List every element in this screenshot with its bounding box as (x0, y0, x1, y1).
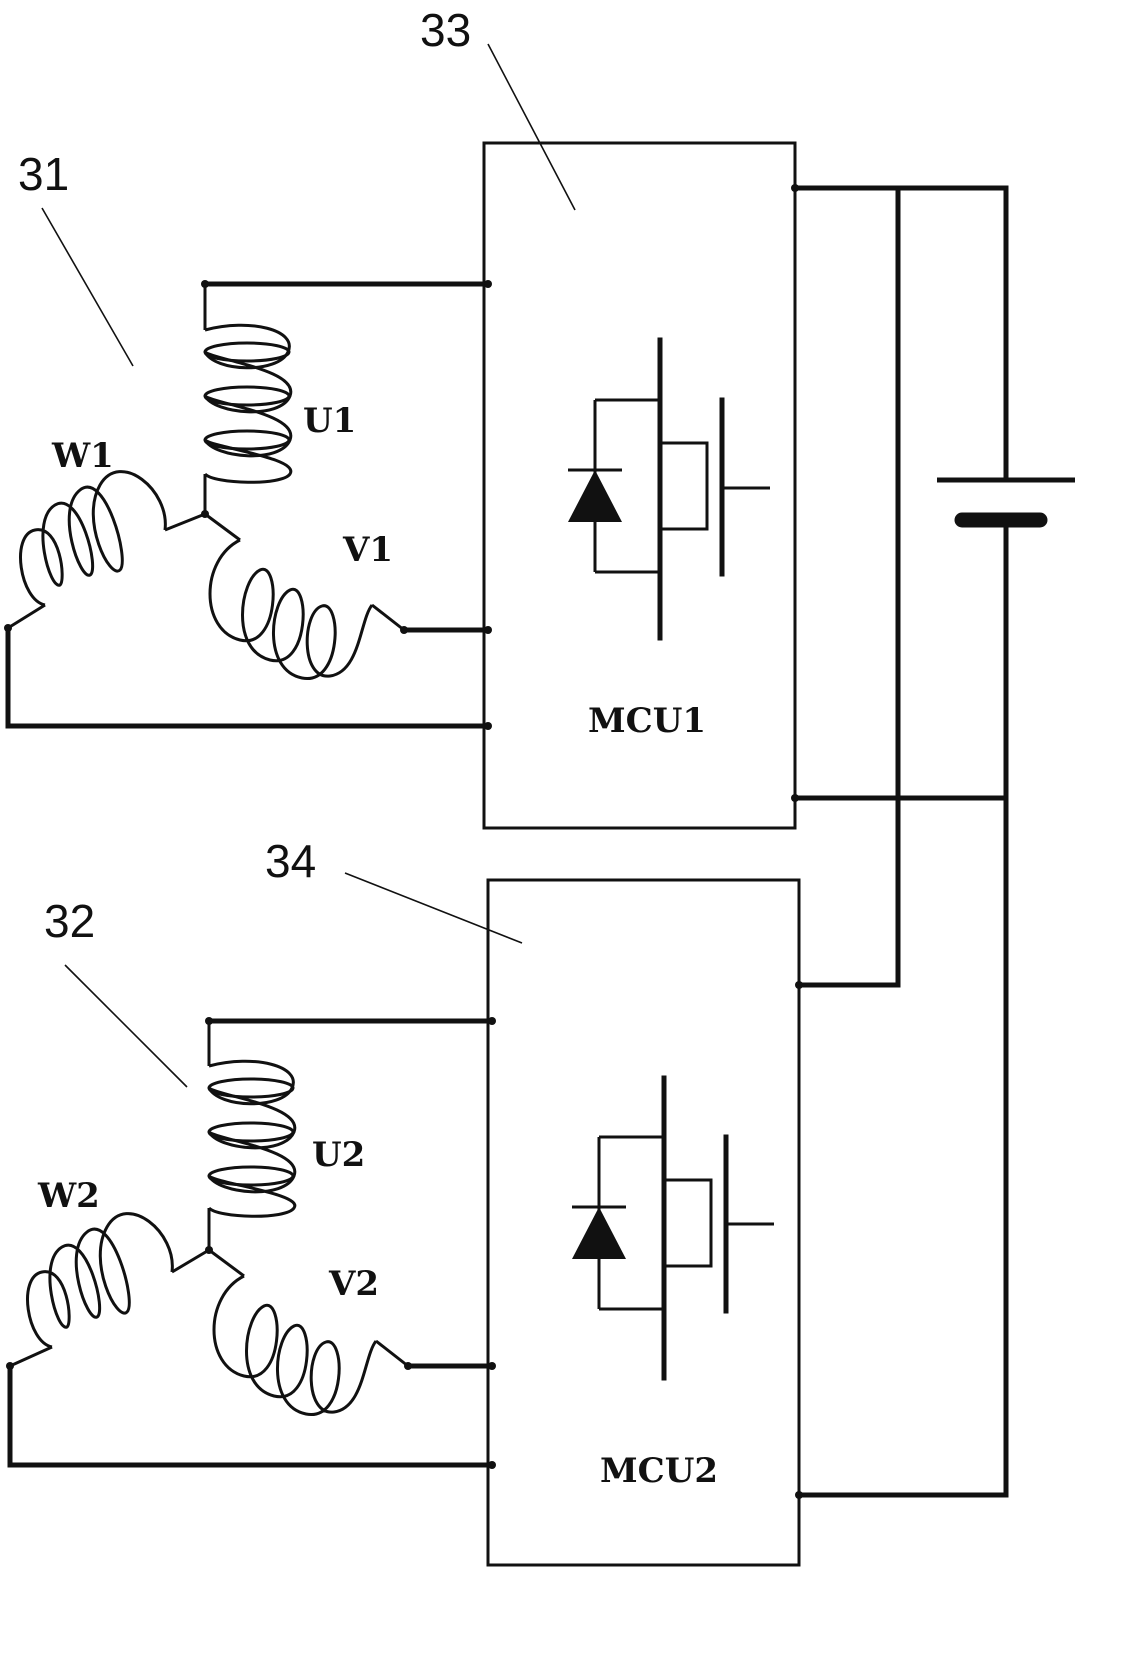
diode-icon (572, 1135, 662, 1311)
coil-label-w1: W1 (51, 436, 114, 476)
mcu1-label: MCU1 (588, 701, 706, 741)
motor2: U2 W2 V2 (6, 1017, 496, 1469)
inductor-coil-icon (207, 1021, 297, 1250)
mosfet-icon (657, 337, 770, 641)
mosfet-icon (661, 1075, 774, 1381)
inductor-coil-icon (9, 1212, 210, 1368)
ref-34: 34 (265, 835, 523, 944)
mcu2-switch (572, 1075, 774, 1381)
ref-label-33: 33 (420, 4, 471, 56)
mcu1-box (482, 141, 797, 830)
ref-32: 32 (44, 895, 188, 1088)
coil-label-u2: U2 (312, 1135, 365, 1175)
coil-label-v2: V2 (328, 1264, 379, 1304)
leader-31 (41, 207, 134, 367)
ref-label-34: 34 (265, 835, 316, 887)
leader-34 (344, 872, 523, 944)
coil-label-u1: U1 (303, 401, 356, 441)
coil-label-w2: W2 (37, 1176, 100, 1216)
leader-32 (64, 964, 188, 1088)
motor1: U1 W1 V1 (4, 280, 492, 730)
mcu2-box (486, 878, 801, 1567)
inductor-coil-icon (208, 1248, 409, 1416)
ref-33: 33 (420, 4, 576, 211)
ref-label-32: 32 (44, 895, 95, 947)
ref-label-31: 31 (18, 148, 69, 200)
inductor-coil-icon (203, 284, 293, 514)
leader-33 (487, 43, 576, 211)
inductor-coil-icon (7, 470, 206, 630)
diode-icon (568, 398, 658, 574)
battery-icon (937, 477, 1075, 528)
mcu1-switch (568, 337, 770, 641)
ref-31: 31 (18, 148, 134, 367)
inductor-coil-icon (204, 512, 405, 680)
mcu2-label: MCU2 (600, 1451, 718, 1491)
dc-bus (791, 184, 1009, 1499)
coil-label-v1: V1 (342, 530, 393, 570)
